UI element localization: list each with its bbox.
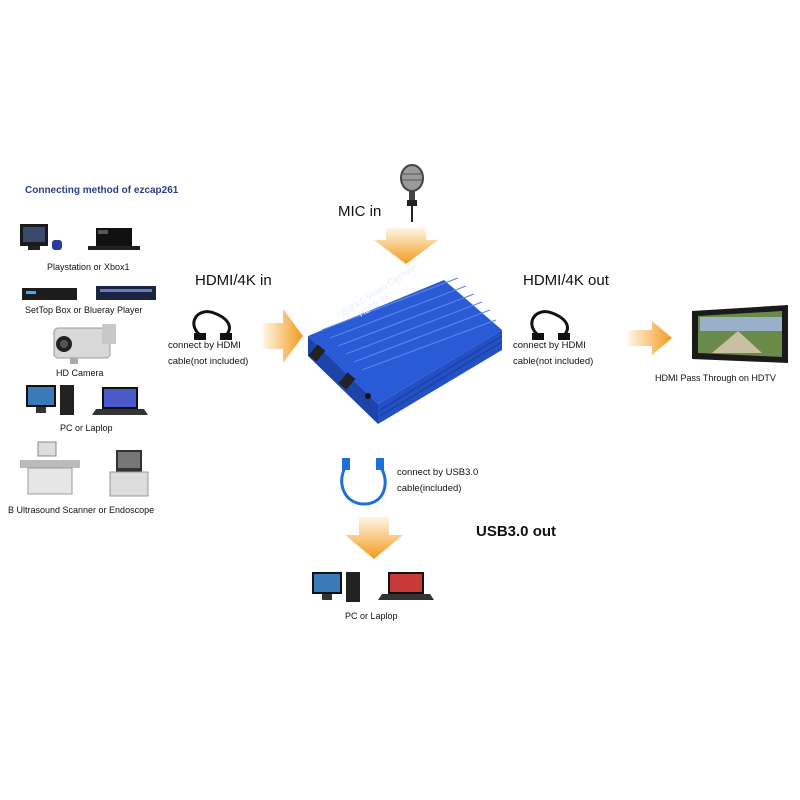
hdmi-out-label: HDMI/4K out <box>523 272 609 289</box>
hdmi-in-cable-line1: connect by HDMI <box>168 340 241 351</box>
source-label-camera: HD Camera <box>56 368 104 378</box>
usb-arrow-icon <box>345 517 403 559</box>
hdmi-in-cable-line2: cable(not included) <box>168 356 249 367</box>
mic-arrow-icon <box>374 228 438 264</box>
hdmi-cable-icon <box>192 310 232 340</box>
hdmi-out-cable-line1: connect by HDMI <box>513 340 586 351</box>
computer-icon <box>312 572 434 602</box>
tv-label: HDMI Pass Through on HDTV <box>655 373 776 383</box>
usb-cable-icon <box>340 458 387 506</box>
target-label: PC or Laplop <box>345 611 398 621</box>
hdmi-in-label: HDMI/4K in <box>195 272 272 289</box>
hdmi-in-cable-text: connect by HDMI cable(not included) <box>168 338 248 370</box>
hdmi-cable-icon <box>530 310 570 340</box>
usb-out-label: USB3.0 out <box>476 523 557 540</box>
source-label-settop: SetTop Box or Blueray Player <box>25 305 143 315</box>
usb-cable-line2: cable(included) <box>397 483 462 494</box>
usb-cable-line1: connect by USB3.0 <box>397 467 479 478</box>
usb-cable-text: connect by USB3.0 cable(included) <box>397 465 478 497</box>
hdmi-out-cable-line2: cable(not included) <box>513 356 594 367</box>
hdmi-out-arrow-icon <box>628 321 672 355</box>
set-top-box-icon <box>22 286 156 300</box>
computer-icon <box>26 385 148 415</box>
ultrasound-scanner-icon <box>20 441 149 497</box>
diagram-title: Connecting method of ezcap261 <box>25 185 179 196</box>
capture-device <box>308 277 503 424</box>
source-label-ultrasound: B Ultrasound Scanner or Endoscope <box>8 505 155 515</box>
mic-label: MIC in <box>338 203 382 220</box>
tv-icon <box>692 305 788 363</box>
game-console-icon <box>20 224 140 250</box>
camera-icon <box>53 324 116 364</box>
source-label-pc: PC or Laplop <box>60 423 113 433</box>
hdmi-out-cable-text: connect by HDMI cable(not included) <box>513 338 593 370</box>
source-label-console: Playstation or Xbox1 <box>47 262 130 272</box>
hdmi-in-arrow-icon <box>263 309 303 363</box>
microphone-icon <box>400 164 424 222</box>
